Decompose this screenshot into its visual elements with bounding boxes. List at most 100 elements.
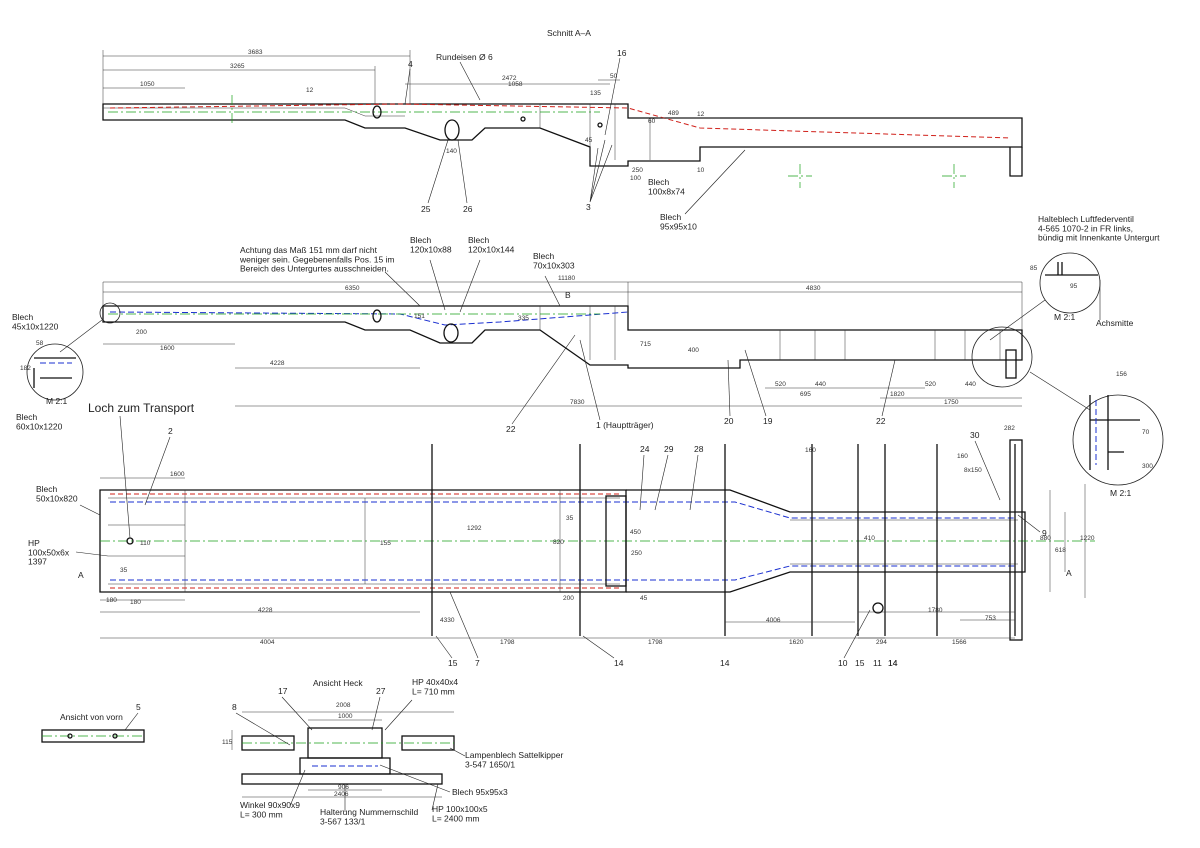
dim-4228: 4228: [258, 607, 273, 614]
rear-view: Ansicht Heck 2008 1000 115 906 2406 8 17…: [222, 677, 563, 826]
dim-95: 95: [1070, 283, 1078, 290]
dim-489: 489: [668, 110, 679, 117]
callout-15a: 15: [448, 658, 458, 668]
dim-695: 695: [800, 391, 811, 398]
dim-440b: 440: [965, 381, 976, 388]
detail-circle-right: [1072, 394, 1164, 486]
dim-906: 906: [338, 784, 349, 791]
detail-marker-left: [99, 302, 121, 324]
dim-151: 151: [414, 313, 425, 320]
middle-side-view: 6350 11180 4830 200 1600 4228 151 335 40…: [12, 214, 1164, 498]
dim-35b: 35: [120, 567, 128, 574]
rear-view-title: Ansicht Heck: [313, 678, 363, 688]
scale-a: M 2:1: [46, 396, 68, 406]
callout-4: 4: [408, 59, 413, 69]
dim-85: 85: [1030, 265, 1038, 272]
dim-520: 520: [775, 381, 786, 388]
dim-335: 335: [518, 315, 529, 322]
dim-440: 440: [815, 381, 826, 388]
dim-140: 140: [446, 148, 457, 155]
dim-110: 110: [140, 540, 151, 547]
dim-4330: 4330: [440, 617, 455, 624]
dim-1058: 1058: [508, 81, 523, 88]
dim-8x150: 8x150: [964, 467, 982, 474]
haupttraeger-label: 1 (Hauptträger): [596, 420, 654, 430]
dim-1292: 1292: [467, 525, 482, 532]
dim-715: 715: [640, 341, 651, 348]
dim-1220: 1220: [1080, 535, 1095, 542]
dim-35a: 35: [566, 515, 574, 522]
dim-160a: 160: [805, 447, 816, 454]
dim-70: 70: [1142, 429, 1150, 436]
dim-820: 820: [553, 539, 564, 546]
dim-300: 300: [1142, 463, 1153, 470]
section-mark-a-right: A: [1066, 568, 1072, 578]
section-mark-b: B: [565, 290, 571, 300]
dim-6350: 6350: [345, 285, 360, 292]
dim-156: 156: [1116, 371, 1127, 378]
callout-10: 10: [838, 658, 848, 668]
callout-2: 2: [168, 426, 173, 436]
callout-26: 26: [463, 204, 473, 214]
callout-9: 9: [1042, 528, 1047, 538]
dim-618: 618: [1055, 547, 1066, 554]
top-side-view: 3683 3265 1050 12 2472 1058 50 135 45 60…: [102, 48, 1023, 231]
dim-115: 115: [222, 739, 233, 746]
dim-3265: 3265: [230, 63, 245, 70]
dim-1600: 1600: [160, 345, 175, 352]
plan-view: 1600 4004 4228 4330 1798 1798 4006 1620 …: [28, 401, 1095, 668]
dim-45: 45: [585, 137, 593, 144]
dim-12b: 12: [697, 111, 705, 118]
dim-160b: 160: [957, 453, 968, 460]
dim-1600: 1600: [170, 471, 185, 478]
callout-20: 20: [724, 416, 734, 426]
callout-19: 19: [763, 416, 773, 426]
dim-250: 250: [631, 550, 642, 557]
rundeisen-label: Rundeisen Ø 6: [436, 52, 493, 62]
dim-753: 753: [985, 615, 996, 622]
callout-22b: 22: [876, 416, 886, 426]
dim-880: 880: [1040, 535, 1051, 542]
callout-15b: 15: [855, 658, 865, 668]
callout-3: 3: [586, 202, 591, 212]
dim-2472: 2472: [502, 75, 517, 82]
dim-400: 400: [688, 347, 699, 354]
dim-50: 50: [610, 73, 618, 80]
dim-200: 200: [563, 595, 574, 602]
scale-c: M 2:1: [1110, 488, 1132, 498]
detail-marker-right: [971, 326, 1033, 388]
callout-7: 7: [475, 658, 480, 668]
dim-250: 250: [632, 167, 643, 174]
dim-60: 60: [648, 118, 656, 125]
dim-2008: 2008: [336, 702, 351, 709]
scale-b: M 2:1: [1054, 312, 1076, 322]
dim-58: 58: [36, 340, 44, 347]
callout-17: 17: [278, 686, 288, 696]
section-mark-a-left: A: [78, 570, 84, 580]
section-title: Schnitt A–A: [547, 28, 591, 38]
callout-8: 8: [232, 702, 237, 712]
dim-450: 450: [630, 529, 641, 536]
transport-label: Loch zum Transport: [88, 401, 195, 415]
dim-10: 10: [697, 167, 705, 174]
dim-135: 135: [590, 90, 601, 97]
dim-180b: 180: [130, 599, 141, 606]
callout-14d: 14: [888, 658, 898, 668]
dim-294: 294: [876, 639, 887, 646]
callout-14a: 14: [614, 658, 624, 668]
dim-200: 200: [136, 329, 147, 336]
dim-11180: 11180: [558, 275, 575, 282]
dim-45: 45: [640, 595, 648, 602]
callout-24: 24: [640, 444, 650, 454]
